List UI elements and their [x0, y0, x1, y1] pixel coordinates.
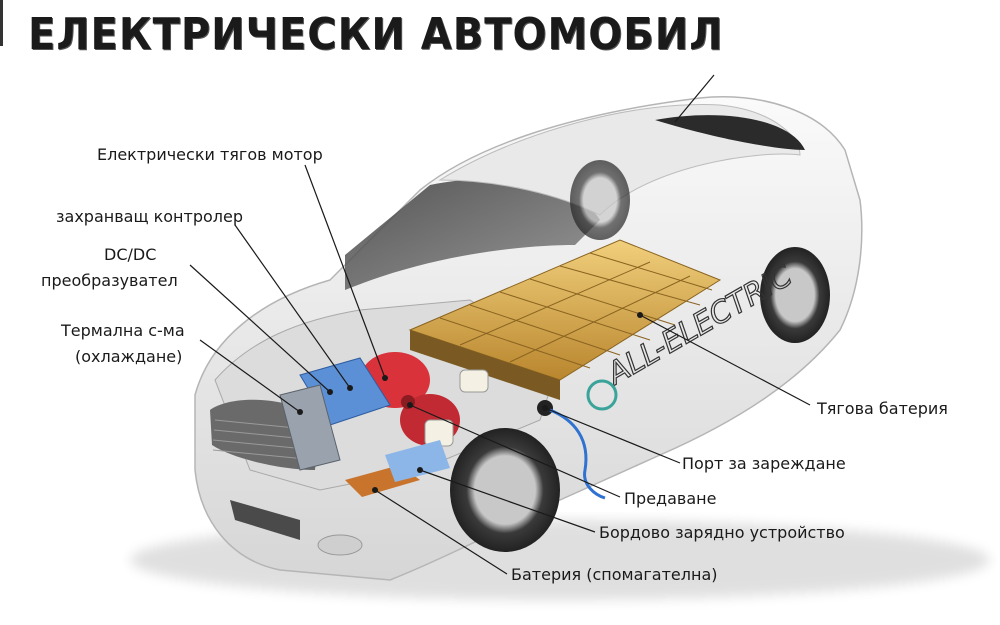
leader-charger — [419, 469, 596, 533]
traction-battery-pack — [408, 239, 722, 400]
label-thermal-line2: (охлаждане) — [75, 347, 183, 366]
lower-grille — [230, 500, 300, 540]
dot-thermal — [297, 409, 303, 415]
dot-aux — [372, 487, 378, 493]
label-thermal-line1: Термална с-ма — [61, 321, 185, 340]
dot-charger — [417, 467, 423, 473]
coolant-reservoir — [459, 369, 489, 393]
label-aux-battery: Батерия (спомагателна) — [511, 565, 718, 584]
windshield — [345, 179, 600, 290]
radiator — [279, 384, 341, 471]
dot-traction — [637, 312, 643, 318]
dot-chargeport — [542, 405, 548, 411]
onboard-charger-block — [385, 440, 450, 482]
label-motor: Електрически тягов мотор — [97, 145, 323, 164]
label-controller: захранващ контролер — [56, 207, 243, 226]
dot-dcdc — [327, 389, 333, 395]
dot-motor — [382, 375, 388, 381]
label-dcdc-line1: DC/DC — [104, 245, 157, 264]
label-dcdc-line2: преобразувател — [41, 271, 178, 290]
rear-inner-wheel — [570, 160, 630, 240]
page-title: ЕЛЕКТРИЧЕСКИ АВТОМОБИЛ — [28, 10, 724, 60]
leader-aux — [374, 489, 508, 575]
label-charge-port: Порт за зареждане — [682, 454, 846, 473]
dot-controller — [347, 385, 353, 391]
leader-traction — [639, 314, 811, 406]
leader-dots — [297, 312, 643, 493]
brand-logo-icon — [586, 379, 618, 411]
leader-roof — [674, 74, 715, 123]
leader-motor — [304, 164, 386, 379]
label-transmission: Предаване — [624, 489, 717, 508]
dot-transmission — [407, 402, 413, 408]
leader-transmission — [409, 404, 621, 498]
corner-mark — [0, 0, 3, 46]
leader-controller — [234, 224, 351, 389]
label-onboard-charger: Бордово зарядно устройство — [599, 523, 845, 542]
label-traction-battery: Тягова батерия — [817, 399, 948, 418]
rear-window — [655, 115, 805, 150]
charge-cable — [549, 408, 606, 500]
leader-lines — [189, 74, 811, 575]
fog-light — [317, 534, 363, 556]
leader-thermal — [199, 339, 301, 413]
rear-wheel — [760, 247, 830, 343]
leader-chargeport — [544, 407, 681, 464]
leader-dcdc — [189, 264, 331, 393]
